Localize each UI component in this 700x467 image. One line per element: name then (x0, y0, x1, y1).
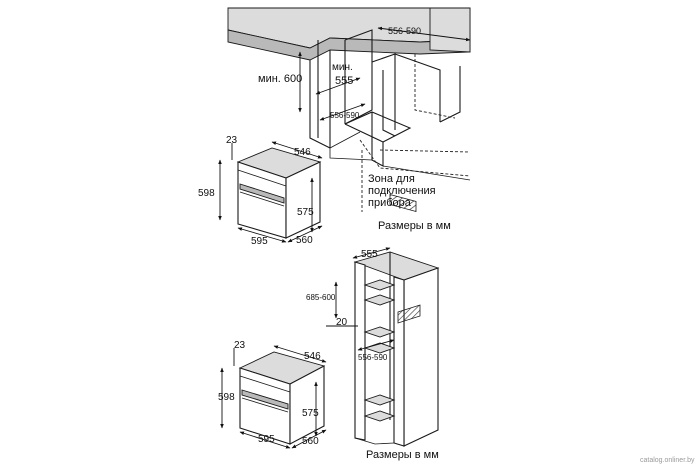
oven-lower-door-line (241, 397, 289, 413)
oven-lower-panel-line (239, 375, 291, 393)
dim-label-575-lower: 575 (302, 408, 319, 419)
hidden-edge-2 (359, 139, 471, 177)
dim-line-min-555 (315, 77, 361, 95)
dim-line-555-tall (352, 247, 391, 259)
niche-assembly: 556-590 мин. 600 мин. 555 556-590 Зона д… (227, 7, 471, 232)
oven-lower-handle (241, 389, 289, 410)
tall-cabinet-left-post (354, 261, 366, 441)
tall-cabinet-right-post (393, 276, 405, 447)
dim-label-598-lower: 598 (218, 392, 235, 403)
right-cabinet-side (439, 66, 461, 123)
dim-label-20: 20 (336, 317, 348, 328)
dim-label-685-600: 685-600 (306, 293, 336, 302)
oven-upper-door-line (239, 191, 285, 207)
connection-zone-label-3: прибора (368, 197, 412, 209)
hidden-edge-1 (414, 54, 456, 119)
connection-zone-label-2: подключения (368, 185, 436, 197)
plinth (329, 148, 373, 161)
dim-label-556-590-tall: 556-590 (358, 353, 388, 362)
dim-line-560-upper (287, 225, 323, 243)
dim-line-556-590-top (377, 26, 471, 42)
oven-upper-handle (239, 183, 285, 204)
dim-label-546-lower: 546 (304, 351, 321, 362)
dim-line-556-590-tall (357, 339, 395, 351)
dim-line-546-lower (273, 345, 327, 363)
cabinet-bottom-rail (329, 131, 361, 149)
watermark: catalog.onliner.by (640, 457, 695, 464)
tall-cabinet-vent (397, 304, 421, 324)
connection-zone-label-1: Зона для (368, 173, 415, 185)
dim-label-min-600: мин. 600 (258, 73, 302, 85)
shelf-2 (363, 294, 396, 306)
units-note-bottom: Размеры в мм (366, 449, 439, 461)
oven-upper: 23 546 598 575 595 560 (198, 135, 323, 247)
units-note-top: Размеры в мм (378, 220, 451, 232)
dim-label-560-upper: 560 (296, 235, 313, 246)
dim-label-23-lower: 23 (234, 340, 246, 351)
floor-line (382, 165, 471, 181)
oven-upper-panel-line (237, 169, 287, 187)
dim-line-595-lower (239, 431, 291, 449)
dim-label-595-lower: 595 (258, 434, 275, 445)
vent-grille (389, 193, 417, 212)
dim-label-23-upper: 23 (226, 135, 238, 146)
countertop-right (429, 7, 471, 53)
dim-label-555-tall: 555 (361, 249, 378, 260)
left-cabinet-edge (309, 60, 331, 149)
dim-label-556-590-bottom: 556-590 (330, 111, 360, 120)
right-cabinet-front (382, 70, 396, 137)
niche-right-leg (371, 112, 384, 167)
dim-label-560-lower: 560 (302, 436, 319, 447)
dim-label-546-upper: 546 (294, 147, 311, 158)
tall-cabinet-side (403, 267, 439, 447)
dim-label-595-upper: 595 (251, 236, 268, 247)
hidden-edge-3 (379, 149, 471, 153)
dim-line-546-upper (271, 141, 323, 159)
shelf-3 (363, 326, 396, 338)
dim-label-min: мин. (332, 62, 353, 73)
dim-label-575-upper: 575 (297, 207, 314, 218)
dim-line-560-lower (291, 429, 327, 449)
shelf-6 (363, 410, 396, 422)
shelf-5 (363, 394, 396, 406)
dim-label-555: 555 (335, 75, 353, 87)
shelf-1 (363, 279, 396, 291)
right-cabinet-top (394, 53, 441, 122)
dim-line-595-upper (237, 227, 287, 243)
dim-label-556-590-top: 556-590 (388, 26, 421, 36)
oven-lower: 23 546 598 575 595 560 (218, 340, 327, 449)
dim-line-556-590-bottom (319, 103, 366, 121)
tall-cabinet-base (354, 437, 395, 445)
tall-cabinet: 555 685-600 20 556-590 Размеры в мм (306, 247, 440, 461)
dim-label-598-upper: 598 (198, 188, 215, 199)
